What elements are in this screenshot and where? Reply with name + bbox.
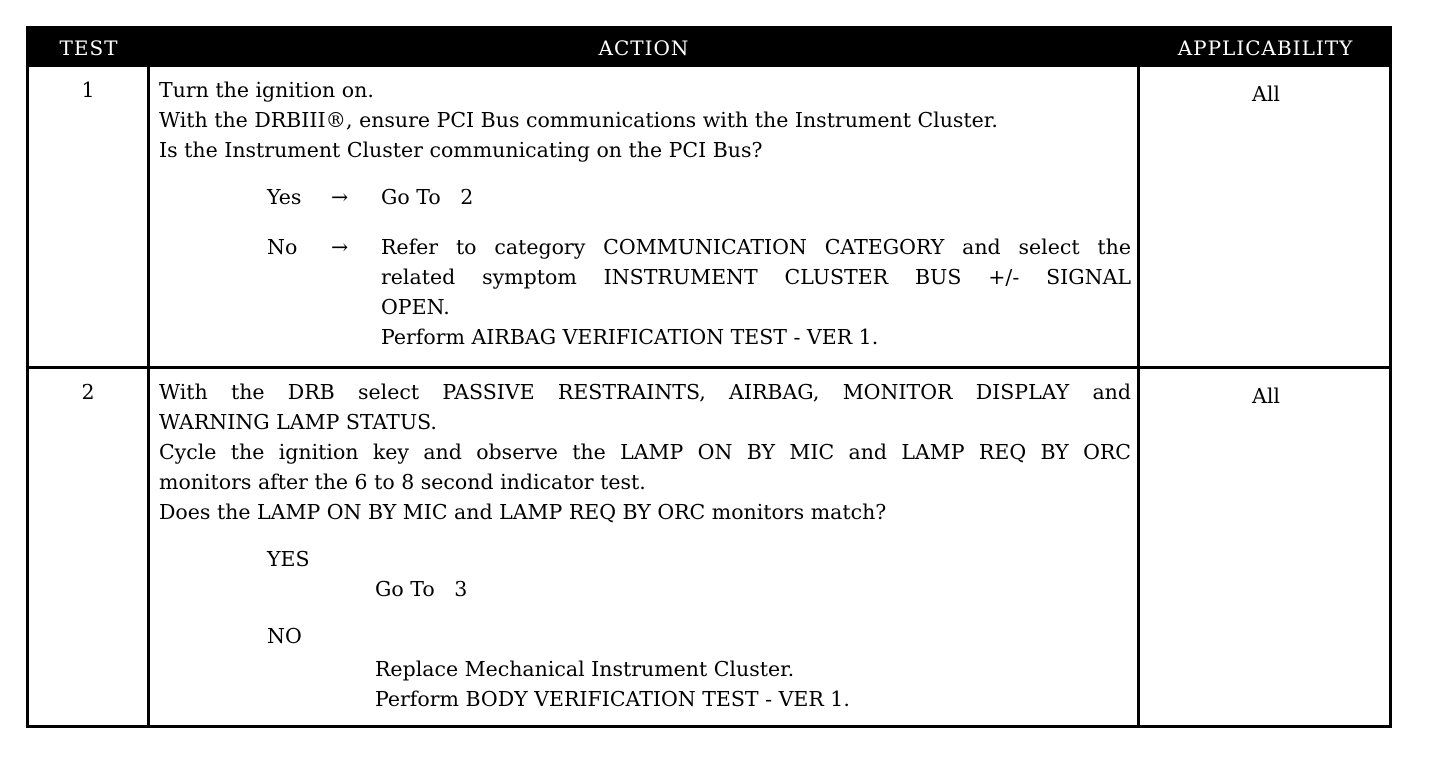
table-header: TEST ACTION APPLICABILITY bbox=[29, 29, 1389, 67]
no-action: Refer to category COMMUNICATION CATEGORY… bbox=[381, 232, 1131, 352]
action-line: monitors after the 6 to 8 second indicat… bbox=[159, 470, 646, 494]
yes-branch: Yes → Go To 2 bbox=[159, 182, 1131, 212]
action-cell-2: With the DRB select PASSIVE RESTRAINTS, … bbox=[159, 377, 1131, 714]
yes-branch: YES bbox=[159, 544, 1131, 574]
applicability-2: All bbox=[1252, 384, 1280, 408]
action-line: With the DRBIII®, ensure PCI Bus communi… bbox=[159, 108, 998, 132]
no-branch: No → Refer to category COMMUNICATION CAT… bbox=[159, 232, 1131, 352]
no-branch: NO bbox=[159, 621, 1131, 651]
applicability-1: All bbox=[1252, 82, 1280, 106]
no-action-line: Perform AIRBAG VERIFICATION TEST - VER 1… bbox=[381, 325, 879, 349]
no-action: Replace Mechanical Instrument Cluster. P… bbox=[159, 654, 1131, 714]
arrow-icon: → bbox=[331, 235, 349, 259]
yes-action: Go To 3 bbox=[375, 577, 468, 601]
test-number-1: 1 bbox=[81, 78, 95, 102]
header-applicability: APPLICABILITY bbox=[1177, 36, 1354, 60]
action-line: WARNING LAMP STATUS. bbox=[159, 410, 437, 434]
header-test: TEST bbox=[59, 36, 119, 60]
arrow-icon: → bbox=[331, 185, 349, 209]
yes-label: YES bbox=[267, 547, 310, 571]
test-number-2: 2 bbox=[81, 380, 95, 404]
action-line: With the DRB select PASSIVE RESTRAINTS, … bbox=[159, 380, 1131, 404]
yes-label: Yes bbox=[267, 185, 302, 209]
action-line: Does the LAMP ON BY MIC and LAMP REQ BY … bbox=[159, 500, 887, 524]
diagnostic-table: TEST ACTION APPLICABILITY 1 All Turn the… bbox=[26, 26, 1392, 728]
no-label: No bbox=[267, 235, 298, 259]
no-action-line: Replace Mechanical Instrument Cluster. bbox=[375, 657, 795, 681]
no-action-line: Perform BODY VERIFICATION TEST - VER 1. bbox=[375, 687, 850, 711]
no-action-line: related symptom INSTRUMENT CLUSTER BUS +… bbox=[381, 265, 1131, 289]
action-line: Is the Instrument Cluster communicating … bbox=[159, 138, 763, 162]
yes-action: Go To 2 bbox=[381, 185, 474, 209]
action-line: Cycle the ignition key and observe the L… bbox=[159, 440, 1131, 464]
header-action: ACTION bbox=[598, 36, 690, 60]
yes-action-row: Go To 3 bbox=[159, 574, 1131, 604]
column-divider bbox=[147, 67, 150, 725]
no-label: NO bbox=[267, 624, 302, 648]
no-action-line: OPEN. bbox=[381, 295, 450, 319]
no-action-line: Refer to category COMMUNICATION CATEGORY… bbox=[381, 235, 1131, 259]
action-line: Turn the ignition on. bbox=[159, 78, 374, 102]
row-divider bbox=[29, 366, 1389, 369]
column-divider bbox=[1137, 67, 1140, 725]
action-cell-1: Turn the ignition on. With the DRBIII®, … bbox=[159, 75, 1131, 352]
